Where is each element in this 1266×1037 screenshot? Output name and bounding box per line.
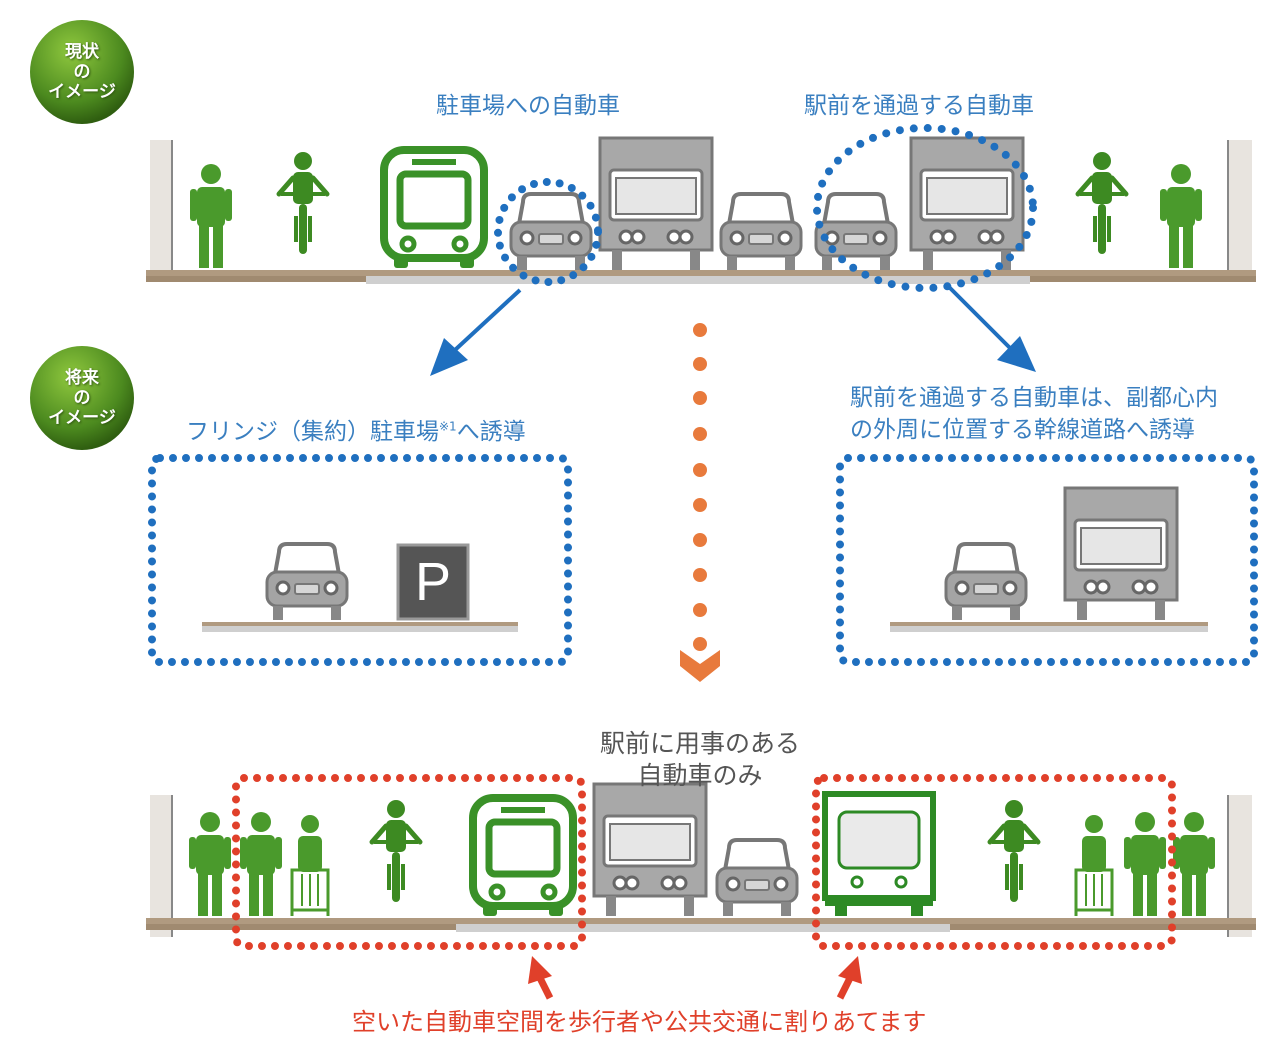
station-line: 駅前に用事のある (599, 729, 800, 758)
badge-line: の (73, 62, 91, 82)
badge-line: 現状 (65, 42, 99, 62)
badge-line: の (73, 388, 91, 408)
parking-sign-letter: P (414, 552, 452, 612)
current-street (146, 140, 1256, 284)
fringe-parking-box (148, 454, 572, 666)
fringe-text: フリンジ（集約）駐車場 (186, 419, 439, 445)
badge-line: 将来 (65, 368, 99, 388)
station-cars-label: 駅前に用事のある 自動車のみ (560, 728, 840, 792)
badge-current (30, 20, 134, 124)
arrow-to-fringe (430, 288, 522, 376)
future-street (146, 795, 1256, 937)
fringe-parking-label: フリンジ（集約）駐車場※1へ誘導 (186, 412, 526, 446)
arrow-up-right (836, 956, 862, 1000)
reallocated-space-left (232, 774, 586, 950)
cyclist-icon (279, 152, 327, 254)
footnote-mark: ※1 (439, 419, 457, 434)
cyclist-icon (372, 800, 420, 902)
truck-icon (592, 782, 708, 918)
through-cars-label: 駅前を通過する自動車 (804, 93, 1034, 119)
pedestrian-icon (1124, 812, 1166, 916)
badge-current-label: 現状 の イメージ (27, 42, 137, 102)
badge-line: イメージ (48, 408, 116, 428)
chevron-down-icon (680, 650, 720, 682)
parking-sign-icon (396, 543, 470, 621)
station-line: 自動車のみ (637, 761, 763, 790)
car-icon (509, 192, 593, 272)
car-icon (719, 192, 803, 272)
reallocated-space-right (812, 774, 1176, 950)
truck-icon (1063, 486, 1179, 622)
car-icon (265, 542, 349, 622)
badge-future-label: 将来 の イメージ (27, 368, 137, 428)
badge-future (30, 346, 134, 450)
tram-icon (825, 794, 933, 916)
parking-cars-label: 駐車場への自動車 (436, 93, 620, 119)
cyclist-icon (1078, 152, 1126, 254)
bypass-line: の外周に位置する幹線道路へ誘導 (850, 417, 1195, 443)
pedestrian-icon (240, 812, 282, 916)
pedestrian-icon (1160, 164, 1202, 268)
arrow-to-bypass (946, 284, 1036, 372)
through-cars-highlight (813, 124, 1037, 292)
fringe-suffix: へ誘導 (456, 419, 526, 445)
car-icon (814, 192, 898, 272)
pedestrian-icon (190, 164, 232, 268)
badge-line: イメージ (48, 82, 116, 102)
parking-cars-highlight (494, 178, 602, 286)
pedestrian-icon (189, 812, 231, 916)
bottom-caption: 空いた自動車空間を歩行者や公共交通に割りあてます (352, 1008, 927, 1036)
bus-icon (384, 150, 484, 268)
wheelchair-user-icon (290, 813, 330, 918)
bypass-box (836, 454, 1258, 666)
arrow-up-left (528, 956, 554, 1000)
bypass-line: 駅前を通過する自動車は、副都心内 (850, 385, 1218, 411)
car-icon (944, 542, 1028, 622)
pedestrian-icon (1173, 812, 1215, 916)
progression-dots (693, 323, 707, 651)
bypass-label: 駅前を通過する自動車は、副都心内 の外周に位置する幹線道路へ誘導 (850, 382, 1218, 446)
truck-icon (598, 136, 714, 272)
wheelchair-user-icon (1074, 813, 1114, 918)
cyclist-icon (990, 800, 1038, 902)
car-icon (715, 838, 799, 918)
bus-icon (473, 798, 573, 916)
